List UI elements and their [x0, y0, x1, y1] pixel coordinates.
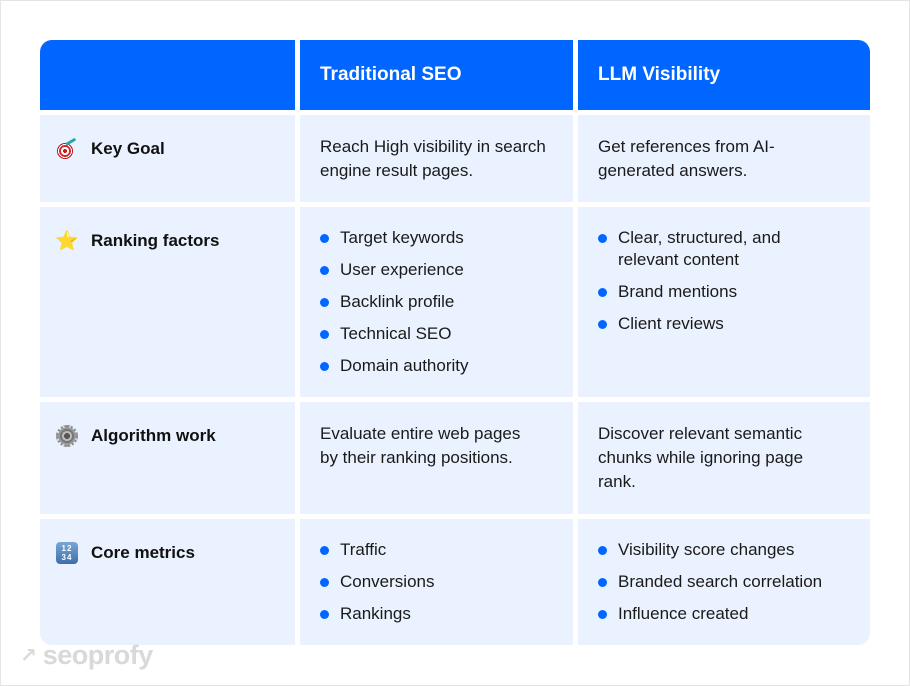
arrow-up-right-icon: ↗ [20, 645, 37, 667]
row-header-core-metrics: 12 34 Core metrics [40, 519, 295, 645]
input-numbers-icon: 12 34 [54, 541, 80, 565]
row-label: Algorithm work [91, 426, 216, 445]
ranking-factors-llm-visibility: Clear, structured, and relevant content … [578, 207, 870, 397]
list-item: Domain authority [320, 355, 557, 377]
key-goal-traditional-seo: Reach High visibility in search engine r… [300, 115, 573, 202]
list-item: Influence created [598, 603, 854, 625]
header-traditional-seo: Traditional SEO [300, 40, 573, 110]
algorithm-work-traditional-seo: Evaluate entire web pages by their ranki… [300, 402, 573, 514]
core-metrics-llm-visibility: Visibility score changes Branded search … [578, 519, 870, 645]
list-item: User experience [320, 259, 557, 281]
list-item: Brand mentions [598, 281, 854, 303]
numbers-bottom: 34 [61, 553, 73, 562]
bullet-list: Clear, structured, and relevant content … [578, 207, 870, 335]
header-empty-cell [40, 40, 295, 110]
list-item: Target keywords [320, 227, 557, 249]
algorithm-work-llm-visibility: Discover relevant semantic chunks while … [578, 402, 870, 514]
core-metrics-traditional-seo: Traffic Conversions Rankings [300, 519, 573, 645]
row-label: Core metrics [91, 543, 195, 562]
list-item: Rankings [320, 603, 557, 625]
direct-hit-target-icon [54, 137, 80, 161]
seoprofy-logo: ↗ seoprofy [20, 640, 153, 671]
ranking-factors-traditional-seo: Target keywords User experience Backlink… [300, 207, 573, 397]
bullet-list: Traffic Conversions Rankings [300, 519, 573, 625]
numbers-top: 12 [61, 544, 73, 553]
list-item: Backlink profile [320, 291, 557, 313]
list-item: Traffic [320, 539, 557, 561]
bullet-list: Target keywords User experience Backlink… [300, 207, 573, 377]
row-header-algorithm-work: Algorithm work [40, 402, 295, 514]
list-item: Clear, structured, and relevant content [598, 227, 854, 271]
key-goal-llm-visibility: Get references from AI-generated answers… [578, 115, 870, 202]
star-icon: ⭐ [55, 230, 79, 252]
logo-wordmark: seoprofy [42, 640, 154, 670]
bullet-list: Visibility score changes Branded search … [578, 519, 870, 625]
list-item: Branded search correlation [598, 571, 854, 593]
row-header-ranking-factors: ⭐ Ranking factors [40, 207, 295, 397]
header-llm-visibility: LLM Visibility [578, 40, 870, 110]
list-item: Client reviews [598, 313, 854, 335]
row-header-key-goal: Key Goal [40, 115, 295, 202]
list-item: Conversions [320, 571, 557, 593]
list-item: Technical SEO [320, 323, 557, 345]
row-label: Ranking factors [91, 231, 220, 250]
list-item: Visibility score changes [598, 539, 854, 561]
row-label: Key Goal [91, 139, 165, 158]
gear-icon [54, 424, 80, 448]
comparison-table: Traditional SEO LLM Visibility Key Goal … [40, 40, 870, 645]
